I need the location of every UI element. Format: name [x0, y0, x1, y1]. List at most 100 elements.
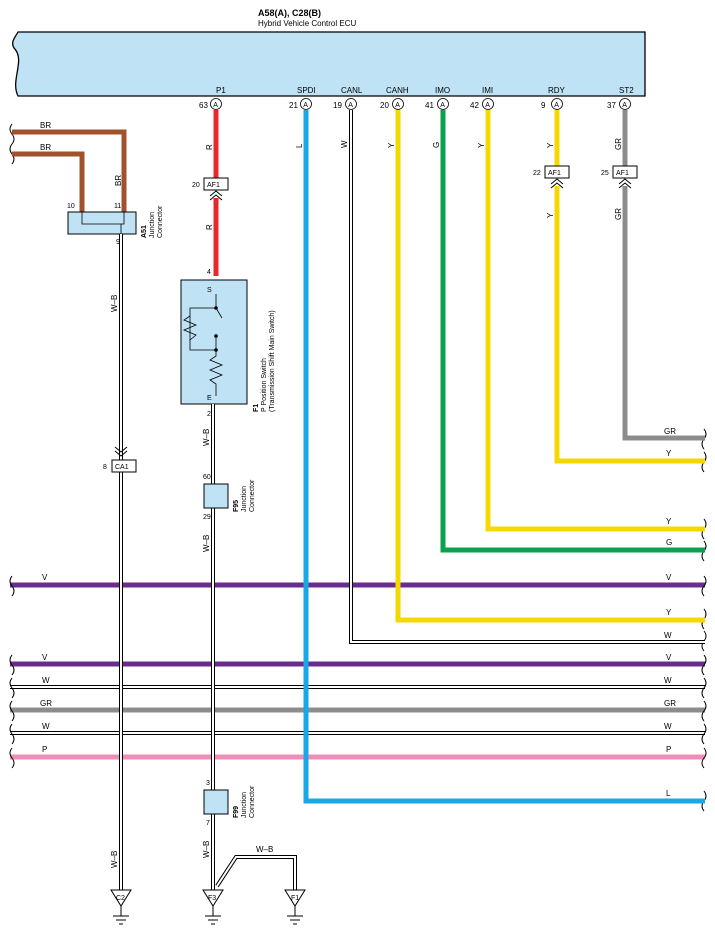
- svg-text:E: E: [207, 395, 212, 402]
- svg-text:L: L: [666, 789, 671, 798]
- svg-text:W–B: W–B: [202, 841, 211, 858]
- svg-text:G: G: [432, 142, 441, 148]
- svg-text:20: 20: [380, 101, 389, 110]
- svg-text:A: A: [485, 102, 490, 109]
- svg-text:R: R: [205, 144, 214, 150]
- svg-text:L: L: [295, 143, 304, 148]
- f99-junction-connector: 3 7 F99 Junction Connector: [203, 780, 256, 827]
- bus-line-v-1: V V: [10, 573, 705, 588]
- canh-y-wire: Y Y: [387, 110, 705, 623]
- svg-text:42: 42: [470, 101, 479, 110]
- svg-text:Junction: Junction: [241, 486, 248, 512]
- svg-text:W: W: [664, 722, 672, 731]
- svg-text:11: 11: [114, 203, 121, 210]
- ecu-subtitle: Hybrid Vehicle Control ECU: [258, 19, 356, 28]
- svg-text:F1: F1: [291, 895, 299, 902]
- svg-text:A: A: [348, 102, 353, 109]
- bus-line-w-2: W W: [10, 722, 705, 735]
- svg-text:CA1: CA1: [115, 464, 129, 471]
- ecu-pin-canl: CANL 19 A: [333, 86, 363, 110]
- svg-text:V: V: [42, 573, 48, 582]
- svg-text:BR: BR: [114, 175, 123, 186]
- svg-text:G: G: [666, 538, 672, 547]
- svg-text:22: 22: [533, 170, 541, 177]
- svg-text:CANL: CANL: [341, 86, 363, 95]
- svg-text:GR: GR: [664, 699, 676, 708]
- svg-text:Y: Y: [546, 142, 555, 148]
- svg-text:W–B: W–B: [110, 295, 119, 312]
- svg-text:19: 19: [333, 101, 342, 110]
- ca1-connector: CA1 8: [103, 459, 137, 473]
- svg-text:GR: GR: [614, 138, 623, 150]
- svg-text:P1: P1: [216, 86, 226, 95]
- svg-text:41: 41: [425, 101, 434, 110]
- svg-text:CANH: CANH: [386, 86, 409, 95]
- bus-line-v-2: V V: [10, 653, 705, 667]
- svg-text:20: 20: [192, 182, 200, 189]
- svg-text:Y: Y: [666, 517, 672, 526]
- imi-y-wire: Y Y: [477, 110, 705, 532]
- svg-text:4: 4: [207, 269, 211, 276]
- ecu-pin-spdi: SPDI 21 A: [289, 86, 316, 110]
- svg-text:V: V: [666, 653, 672, 662]
- svg-text:Y: Y: [666, 449, 672, 458]
- svg-text:37: 37: [607, 101, 616, 110]
- svg-text:W–B: W–B: [202, 535, 211, 552]
- svg-text:21: 21: [289, 101, 298, 110]
- svg-text:A51: A51: [141, 225, 148, 238]
- svg-text:F1: F1: [253, 404, 260, 412]
- ground-f3: F3: [202, 889, 224, 925]
- svg-text:A: A: [213, 102, 218, 109]
- spdi-l-wire: L L: [295, 110, 705, 804]
- svg-text:A: A: [303, 102, 308, 109]
- left-break-marks: [9, 123, 15, 769]
- ecu-title: A58(A), C28(B): [258, 8, 321, 18]
- svg-text:Connector: Connector: [249, 479, 256, 512]
- svg-text:2: 2: [207, 411, 211, 418]
- svg-text:P: P: [42, 745, 47, 754]
- svg-text:F99: F99: [233, 806, 240, 818]
- ecu-pin-imi: IMI 42 A: [470, 86, 494, 110]
- a51-junction-connector: 10 11 9 A51 Junction Connector: [67, 203, 164, 246]
- svg-text:AF1: AF1: [207, 182, 220, 189]
- svg-text:Connector: Connector: [157, 205, 164, 238]
- bus-line-p: P P: [10, 745, 705, 760]
- svg-text:7: 7: [206, 820, 210, 827]
- canl-w-wire: W W: [340, 110, 705, 644]
- svg-text:P: P: [666, 745, 671, 754]
- svg-text:W–B: W–B: [256, 845, 273, 854]
- svg-text:BR: BR: [40, 143, 51, 152]
- svg-text:S: S: [207, 287, 212, 294]
- svg-text:IMI: IMI: [482, 86, 493, 95]
- svg-text:W–B: W–B: [110, 851, 119, 868]
- ecu-pin-p1: P1 63 A: [199, 86, 226, 110]
- wb-wire-c2: W–B W–B: [110, 234, 128, 890]
- svg-text:A: A: [622, 102, 627, 109]
- svg-text:F3: F3: [208, 895, 216, 902]
- svg-text:SPDI: SPDI: [297, 86, 316, 95]
- af1-connector-st2: AF1 25: [601, 165, 638, 179]
- svg-text:W–B: W–B: [202, 429, 211, 446]
- svg-text:Junction: Junction: [241, 792, 248, 818]
- svg-text:F95: F95: [233, 500, 240, 512]
- st2-gr-wire: GR GR GR: [614, 110, 705, 441]
- af1-connector-rdy: AF1 22: [533, 165, 570, 179]
- svg-text:3: 3: [206, 780, 210, 787]
- br-wires: BR BR BR: [12, 121, 127, 212]
- svg-text:W: W: [664, 676, 672, 685]
- svg-text:10: 10: [67, 203, 75, 210]
- wb-wire-f1-branch: W–B: [215, 845, 297, 890]
- svg-text:AF1: AF1: [548, 170, 561, 177]
- svg-text:W: W: [340, 140, 349, 148]
- rdy-y-wire: Y Y Y: [546, 110, 705, 464]
- svg-text:9: 9: [116, 239, 120, 246]
- svg-text:(Transmission Shift Main Switc: (Transmission Shift Main Switch): [269, 310, 276, 412]
- svg-text:Y: Y: [666, 608, 672, 617]
- svg-text:29: 29: [203, 514, 211, 521]
- svg-text:GR: GR: [664, 427, 676, 436]
- ecu-pin-rdy: RDY 9 A: [541, 86, 566, 110]
- svg-text:C2: C2: [116, 895, 125, 902]
- bus-line-w-1: W W: [10, 676, 705, 689]
- svg-text:Y: Y: [477, 142, 486, 148]
